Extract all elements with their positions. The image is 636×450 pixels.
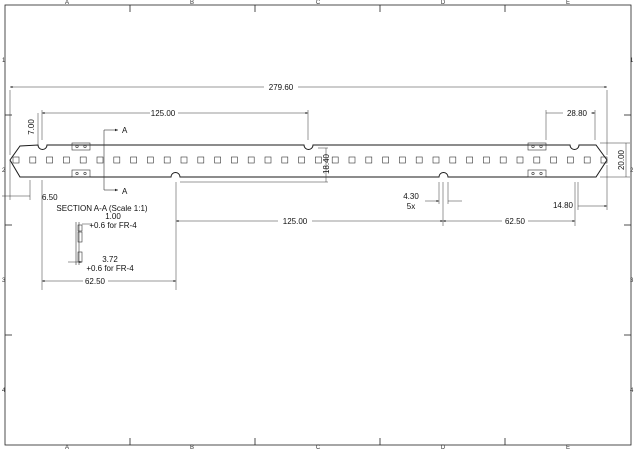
zone-row-left-2: 2 <box>2 168 6 174</box>
led-pad <box>197 156 205 164</box>
led-pad <box>180 156 188 164</box>
zone-row-left-3: 3 <box>2 278 6 284</box>
dim-left-tip: 6.50 <box>2 160 58 202</box>
led-pad <box>567 156 574 164</box>
led-pad <box>63 156 70 164</box>
dim-top-hole-spacing-text: 125.00 <box>151 109 176 118</box>
led-pad <box>214 156 221 164</box>
section-thickness-2-note: +0.6 for FR-4 <box>86 264 134 273</box>
led-pad <box>365 156 373 164</box>
led-pad <box>12 156 20 164</box>
dim-inner-height-text: 18.40 <box>322 153 331 174</box>
dim-section-spacing-text: 62.50 <box>85 277 106 286</box>
dim-slot-width: 4.30 5x <box>403 182 462 211</box>
led-pad <box>130 156 137 164</box>
led-pad <box>533 156 541 164</box>
led-pad <box>399 156 406 164</box>
zone-col-bottom-d: D <box>441 445 446 450</box>
section-marker-top: A <box>122 126 128 135</box>
section-cut-line: A A <box>103 126 128 196</box>
zone-col-bottom-c: C <box>316 445 321 450</box>
dim-bottom-spacing: 125.00 62.50 <box>175 182 576 290</box>
led-pad <box>483 156 490 164</box>
led-pad <box>331 156 339 164</box>
led-pad <box>449 156 457 164</box>
zone-row-right-2: 2 <box>630 168 634 174</box>
drawing-frame <box>4 4 632 446</box>
led-pad <box>432 156 440 164</box>
led-pad <box>298 156 305 164</box>
led-pad <box>113 156 121 164</box>
zone-col-bottom-e: E <box>566 445 570 450</box>
zone-row-left-1: 1 <box>2 58 6 64</box>
dim-left-offset-text: 7.00 <box>27 119 36 135</box>
zone-row-right-4: 4 <box>630 388 634 394</box>
dim-right-tip-text: 14.80 <box>553 201 574 210</box>
led-pad <box>348 156 356 164</box>
led-pad-row <box>12 156 608 164</box>
zone-col-top-d: D <box>441 0 446 6</box>
zone-col-bottom-b: B <box>190 445 194 450</box>
dim-slot-width-text: 4.30 <box>403 192 419 201</box>
zone-ticks <box>5 5 631 445</box>
dim-overall-length-text: 279.60 <box>269 83 294 92</box>
led-pad <box>231 156 238 164</box>
led-pad <box>466 156 473 164</box>
led-pad <box>516 156 524 164</box>
led-pad <box>29 156 37 164</box>
dim-section-spacing: 62.50 <box>41 180 176 290</box>
section-thickness-2: 3.72 <box>102 255 118 264</box>
dim-right-offset-text: 28.80 <box>567 109 588 118</box>
dim-bottom-right-spacing-text: 62.50 <box>505 217 526 226</box>
led-pad <box>315 156 322 164</box>
led-pad <box>96 156 104 164</box>
led-pad <box>79 156 87 164</box>
led-pad <box>163 156 171 164</box>
zone-col-bottom-a: A <box>65 445 69 450</box>
zone-col-top-e: E <box>566 0 570 6</box>
led-pad <box>382 156 389 164</box>
mounting-clip-right <box>527 142 547 178</box>
zone-row-right-1: 1 <box>630 58 634 64</box>
led-pad <box>600 156 608 164</box>
dim-height: 20.00 <box>600 142 630 178</box>
zone-row-right-3: 3 <box>630 278 634 284</box>
section-detail: SECTION A-A (Scale 1:1) 1.00 +0.6 for FR… <box>56 204 147 273</box>
led-pad <box>583 156 591 164</box>
dim-left-offset: 7.00 <box>27 113 39 145</box>
led-pad <box>264 156 272 164</box>
dim-left-tip-text: 6.50 <box>42 193 58 202</box>
led-pad <box>46 156 53 164</box>
led-pad <box>147 156 154 164</box>
zone-col-top-b: B <box>190 0 194 6</box>
section-thickness-1-note: +0.6 for FR-4 <box>89 221 137 230</box>
dim-slot-count-text: 5x <box>407 202 415 211</box>
led-pad <box>550 156 557 164</box>
section-thickness-1: 1.00 <box>105 212 121 221</box>
zone-col-top-a: A <box>65 0 69 6</box>
dim-right-offset: 28.80 <box>545 109 596 140</box>
dim-top-hole-spacing: 125.00 <box>41 109 309 140</box>
section-marker-bottom: A <box>122 187 128 196</box>
led-pad <box>281 156 289 164</box>
led-pad <box>415 156 423 164</box>
dim-height-text: 20.00 <box>617 149 626 170</box>
dim-right-tip: 14.80 <box>553 165 608 210</box>
led-pad <box>499 156 507 164</box>
board-outline <box>9 144 608 178</box>
zone-row-left-4: 4 <box>2 388 6 394</box>
dim-bottom-spacing-text: 125.00 <box>283 217 308 226</box>
zone-col-top-c: C <box>316 0 321 6</box>
mounting-clip-left <box>71 142 91 178</box>
dim-overall-length: 279.60 <box>9 83 608 155</box>
dim-inner-height: 18.40 <box>180 147 331 183</box>
section-title: SECTION A-A (Scale 1:1) <box>56 204 147 213</box>
led-pad <box>247 156 255 164</box>
